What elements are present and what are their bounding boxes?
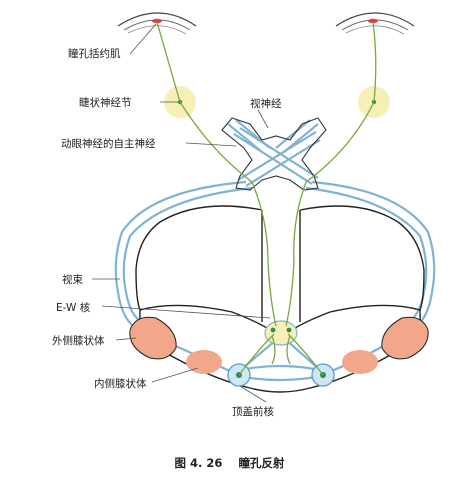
label-medial-geniculate: 内侧膝状体 <box>94 378 147 390</box>
figure-number: 图 4. 26 <box>174 456 223 470</box>
label-oculomotor-autonomic: 动眼神经的自主神经 <box>61 138 156 150</box>
leader-lines <box>92 23 271 403</box>
medial-geniculate-left <box>186 350 222 374</box>
label-lateral-geniculate: 外侧膝状体 <box>52 335 105 347</box>
figure-title: 瞳孔反射 <box>238 456 285 470</box>
label-ciliary-ganglion: 睫状神经节 <box>79 97 132 109</box>
lateral-geniculate-left <box>129 316 177 360</box>
parasympathetic-fibres <box>156 21 377 376</box>
left-pupil-sphincter <box>152 18 162 24</box>
ew-nucleus <box>264 320 298 346</box>
figure-caption: 图 4. 26 瞳孔反射 <box>0 455 459 471</box>
brainstem-outline <box>135 205 425 393</box>
label-sphincter: 瞳孔括约肌 <box>68 48 121 60</box>
label-optic-nerve: 视神经 <box>250 98 282 110</box>
lateral-geniculate-right <box>381 316 429 360</box>
label-optic-tract: 视束 <box>62 274 83 286</box>
label-pretectal-nucleus: 顶盖前核 <box>232 406 274 418</box>
label-ew-nucleus: E-W 核 <box>56 302 91 314</box>
right-eye <box>335 12 415 35</box>
medial-geniculate-right <box>342 350 378 374</box>
right-pupil-sphincter <box>368 18 378 24</box>
